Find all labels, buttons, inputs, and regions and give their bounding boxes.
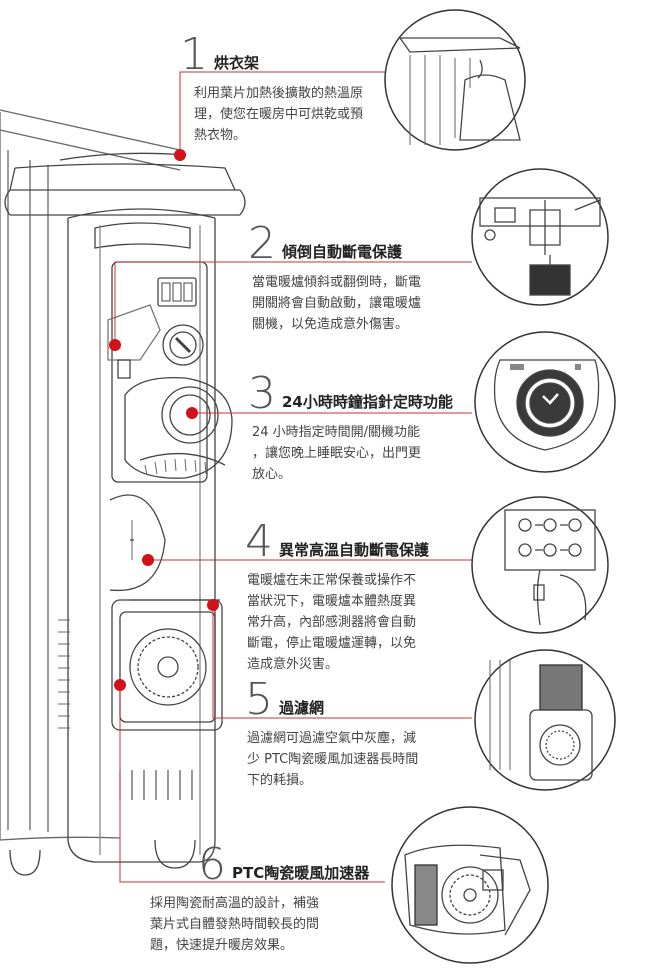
desc-line: 24 小時指定時間開/關機功能 <box>252 425 421 440</box>
feature-title: 烘衣架 <box>214 54 260 72</box>
heater-fins-back <box>0 109 181 841</box>
desc-line: 下的耗損。 <box>247 773 313 788</box>
feature-description: 利用葉片加熱後擴散的熱溫原 理，使您在暖房中可烘乾或預 熱衣物。 <box>194 83 363 146</box>
desc-line: 放心。 <box>252 467 292 482</box>
indicator-dots <box>109 149 219 691</box>
desc-line: 關機，以免造成意外傷害。 <box>252 317 409 332</box>
desc-line: ，讓您晚上睡眠安心，出門更 <box>252 446 422 461</box>
feature-description: 過濾網可過濾空氣中灰塵，減 少 PTC陶瓷暖風加速器長時間 下的耗損。 <box>247 728 418 791</box>
feature-description: 當電暖爐傾斜或翻倒時，斷電 開關將會自動啟動，讓電暖爐 關機，以免造成意外傷害。 <box>252 272 421 335</box>
feature-title: PTC陶瓷暖風加速器 <box>232 864 370 882</box>
feature-3: 3 24小時時鐘指針定時功能 24 小時指定時間開/關機功能 ，讓您晚上睡眠安心… <box>248 368 453 485</box>
desc-line: 利用葉片加熱後擴散的熱溫原 <box>194 86 364 101</box>
desc-line: 少 PTC陶瓷暖風加速器長時間 <box>247 752 419 767</box>
feature-4: 4 異常高溫自動斷電保護 電暖爐在未正常保養或操作不 當狀況下，電暖爐本體熱度異… <box>245 516 430 675</box>
desc-line: 葉片式自體發熱時間較長的問 <box>150 917 320 932</box>
detail-circle-5 <box>474 649 616 791</box>
drying-rack <box>4 152 246 216</box>
detail-circle-4 <box>471 496 609 634</box>
feature-number: 3 <box>248 368 276 419</box>
feature-number: 2 <box>248 218 276 269</box>
connector-lines <box>114 71 472 883</box>
desc-line: 題，快速提升暖房效果。 <box>150 938 294 953</box>
desc-line: 理，使您在暖房中可烘乾或預 <box>194 107 364 122</box>
detail-circle-6 <box>391 806 549 964</box>
desc-line: 熱衣物。 <box>194 128 247 143</box>
feature-2: 2 傾倒自動斷電保護 當電暖爐傾斜或翻倒時，斷電 開關將會自動啟動，讓電暖爐 關… <box>248 218 421 335</box>
desc-line: 採用陶瓷耐高溫的設計，補強 <box>150 896 320 911</box>
feature-description: 24 小時指定時間開/關機功能 ，讓您晚上睡眠安心，出門更 放心。 <box>252 422 453 485</box>
feature-6: 6 PTC陶瓷暖風加速器 採用陶瓷耐高溫的設計，補強 葉片式自體發熱時間較長的問… <box>150 839 370 956</box>
desc-line: 當狀況下，電暖爐本體熱度異 <box>247 594 417 609</box>
feature-title: 異常高溫自動斷電保護 <box>279 541 430 559</box>
desc-line: 電暖爐在未正常保養或操作不 <box>247 573 417 588</box>
feature-1: 1 烘衣架 利用葉片加熱後擴散的熱溫原 理，使您在暖房中可烘乾或預 熱衣物。 <box>180 29 363 146</box>
detail-circle-3 <box>474 331 616 473</box>
desc-line: 造成意外災害。 <box>247 657 339 672</box>
desc-line: 常升高，內部感測器將會自動 <box>247 615 417 630</box>
desc-line: 開關將會自動啟動，讓電暖爐 <box>252 296 422 311</box>
detail-circle-2 <box>471 168 609 306</box>
feature-number: 4 <box>245 516 273 567</box>
feature-number: 6 <box>198 839 226 890</box>
feature-title: 過濾網 <box>279 699 325 717</box>
feature-description: 電暖爐在未正常保養或操作不 當狀況下，電暖爐本體熱度異 常升高，內部感測器將會自… <box>247 570 429 675</box>
feature-5: 5 過濾網 過濾網可過濾空氣中灰塵，減 少 PTC陶瓷暖風加速器長時間 下的耗損… <box>245 674 418 791</box>
feature-description: 採用陶瓷耐高溫的設計，補強 葉片式自體發熱時間較長的問 題，快速提升暖房效果。 <box>150 893 369 956</box>
feature-title: 傾倒自動斷電保護 <box>282 243 403 261</box>
detail-circle-1 <box>384 9 526 151</box>
feature-title: 24小時時鐘指針定時功能 <box>282 393 453 411</box>
desc-line: 當電暖爐傾斜或翻倒時，斷電 <box>252 275 422 290</box>
desc-line: 斷電，停止電暖爐運轉，以免 <box>247 636 417 651</box>
heater-front-panel <box>9 208 233 876</box>
desc-line: 過濾網可過濾空氣中灰塵，減 <box>247 731 417 746</box>
feature-number: 5 <box>245 674 273 725</box>
feature-number: 1 <box>180 29 208 80</box>
